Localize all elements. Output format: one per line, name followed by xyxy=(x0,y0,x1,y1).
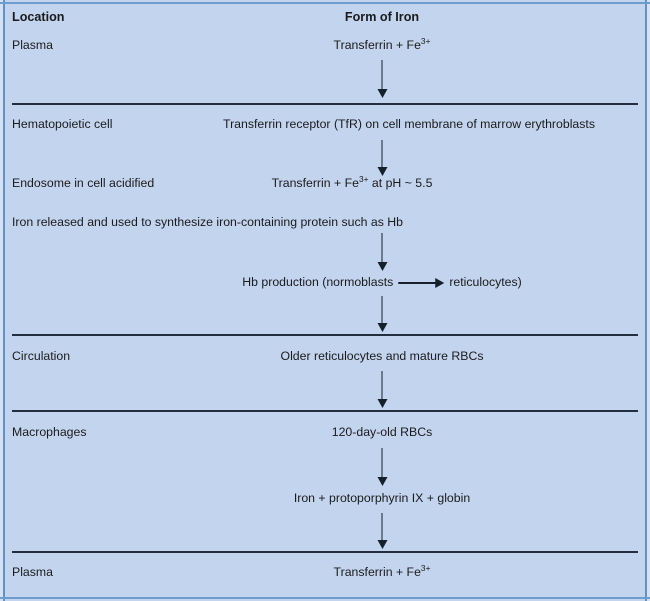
section-divider-3 xyxy=(12,410,638,412)
arrow-shaft xyxy=(381,371,383,400)
arrow-shaft xyxy=(381,233,383,263)
arrow-head xyxy=(377,323,387,332)
column-header-form-of-iron: Form of Iron xyxy=(344,10,420,24)
down-arrow-macrophages-to-iron-protoporphyrin xyxy=(377,448,388,486)
arrow-head xyxy=(377,540,387,549)
arrow-head xyxy=(377,477,387,486)
down-arrow-iron-released-to-hb-production xyxy=(377,233,388,271)
arrow-head xyxy=(435,277,445,288)
figure-border-right xyxy=(645,0,647,601)
row-label-hematopoietic-cell: Hematopoietic cell xyxy=(12,117,113,131)
row-form-120-day-old-rbcs: 120-day-old RBCs xyxy=(331,425,433,439)
note-iron-released: Iron released and used to synthesize iro… xyxy=(12,215,404,229)
row-form-hb-production: Hb production (normoblasts reticulocytes) xyxy=(242,275,522,290)
figure-outer-edge-right xyxy=(647,0,650,601)
figure-border-left xyxy=(3,0,5,601)
column-header-location: Location xyxy=(12,10,65,24)
down-arrow-hematopoietic-to-endosome xyxy=(377,140,388,176)
section-divider-2 xyxy=(12,334,638,336)
hb-production-text-b: reticulocytes) xyxy=(449,275,522,289)
transferrin-fe-ph-suffix: at pH ~ 5.5 xyxy=(371,176,433,190)
transferrin-fe-top-text: Transferrin + Fe xyxy=(333,38,421,52)
row-form-iron-protoporphyrin-globin: Iron + protoporphyrin IX + globin xyxy=(293,491,471,505)
down-arrow-circulation-to-macrophages xyxy=(377,371,388,408)
arrow-shaft xyxy=(381,296,383,324)
transferrin-fe-top-superscript: 3+ xyxy=(420,35,431,46)
arrow-shaft xyxy=(381,448,383,478)
right-arrow-normoblasts-to-reticulocytes xyxy=(398,277,445,288)
row-form-tfr-receptor: Transferrin receptor (TfR) on cell membr… xyxy=(223,117,595,131)
transferrin-fe-ph-superscript: 3+ xyxy=(358,173,369,184)
row-form-transferrin-fe-ph: Transferrin + Fe3+ at pH ~ 5.5 xyxy=(271,173,433,191)
transferrin-fe-ph-text: Transferrin + Fe xyxy=(271,176,359,190)
section-divider-1 xyxy=(12,103,638,105)
arrow-shaft xyxy=(398,281,437,284)
arrow-shaft xyxy=(381,140,383,168)
down-arrow-plasma-to-hematopoietic xyxy=(377,60,388,98)
down-arrow-iron-protoporphyrin-to-plasma xyxy=(377,513,388,549)
figure-border-top xyxy=(0,2,650,4)
row-form-older-reticulocytes: Older reticulocytes and mature RBCs xyxy=(280,349,484,363)
arrow-head xyxy=(377,262,387,271)
row-label-circulation: Circulation xyxy=(12,349,71,363)
row-form-transferrin-fe-bottom: Transferrin + Fe3+ xyxy=(333,562,431,580)
arrow-head xyxy=(377,399,387,408)
arrow-shaft xyxy=(381,513,383,541)
row-label-plasma-bottom: Plasma xyxy=(12,565,54,579)
row-label-macrophages: Macrophages xyxy=(12,425,87,439)
figure-outer-edge-left xyxy=(0,0,3,601)
arrow-head xyxy=(377,167,387,176)
arrow-shaft xyxy=(381,60,383,90)
hb-production-text-a: Hb production (normoblasts xyxy=(242,275,394,289)
transferrin-fe-bottom-superscript: 3+ xyxy=(420,562,431,573)
row-form-transferrin-fe-top: Transferrin + Fe3+ xyxy=(333,35,431,53)
down-arrow-hb-production-to-circulation xyxy=(377,296,388,332)
arrow-head xyxy=(377,89,387,98)
row-label-endosome: Endosome in cell acidified xyxy=(12,176,155,190)
row-label-plasma-top: Plasma xyxy=(12,38,54,52)
section-divider-4 xyxy=(12,551,638,553)
transferrin-fe-bottom-text: Transferrin + Fe xyxy=(333,565,421,579)
figure-border-bottom xyxy=(0,597,650,599)
